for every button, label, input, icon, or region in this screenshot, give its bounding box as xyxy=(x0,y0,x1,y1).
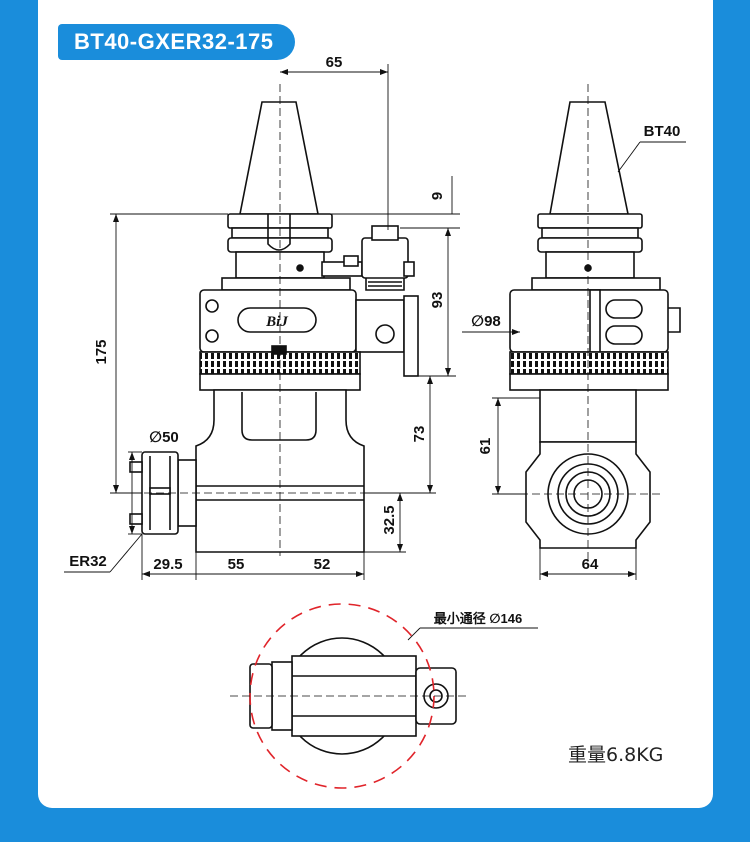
label-bt40: BT40 xyxy=(644,123,681,140)
dim-93: 93 xyxy=(429,292,446,309)
dim-73: 73 xyxy=(411,426,428,443)
side-view xyxy=(509,101,681,549)
front-view xyxy=(129,101,419,553)
dim-64: 64 xyxy=(582,556,599,573)
dim-9: 9 xyxy=(429,192,446,200)
dim-52: 52 xyxy=(314,556,331,573)
product-title: BT40-GXER32-175 xyxy=(58,24,296,60)
brand-logo: BiJ xyxy=(265,314,288,330)
label-er32: ER32 xyxy=(69,553,107,570)
dim-55: 55 xyxy=(228,556,245,573)
dim-dia98: ∅98 xyxy=(471,313,501,330)
dim-29-5: 29.5 xyxy=(153,556,182,573)
bottom-view xyxy=(249,637,457,755)
weight-label: 重量6.8KG xyxy=(568,744,664,766)
dim-65: 65 xyxy=(326,54,343,71)
dim-175: 175 xyxy=(93,339,110,364)
label-min-swing: 最小通径 ∅146 xyxy=(434,611,522,626)
dim-dia50: ∅50 xyxy=(149,429,179,446)
dim-61: 61 xyxy=(477,438,494,455)
dim-32-5: 32.5 xyxy=(381,505,398,534)
